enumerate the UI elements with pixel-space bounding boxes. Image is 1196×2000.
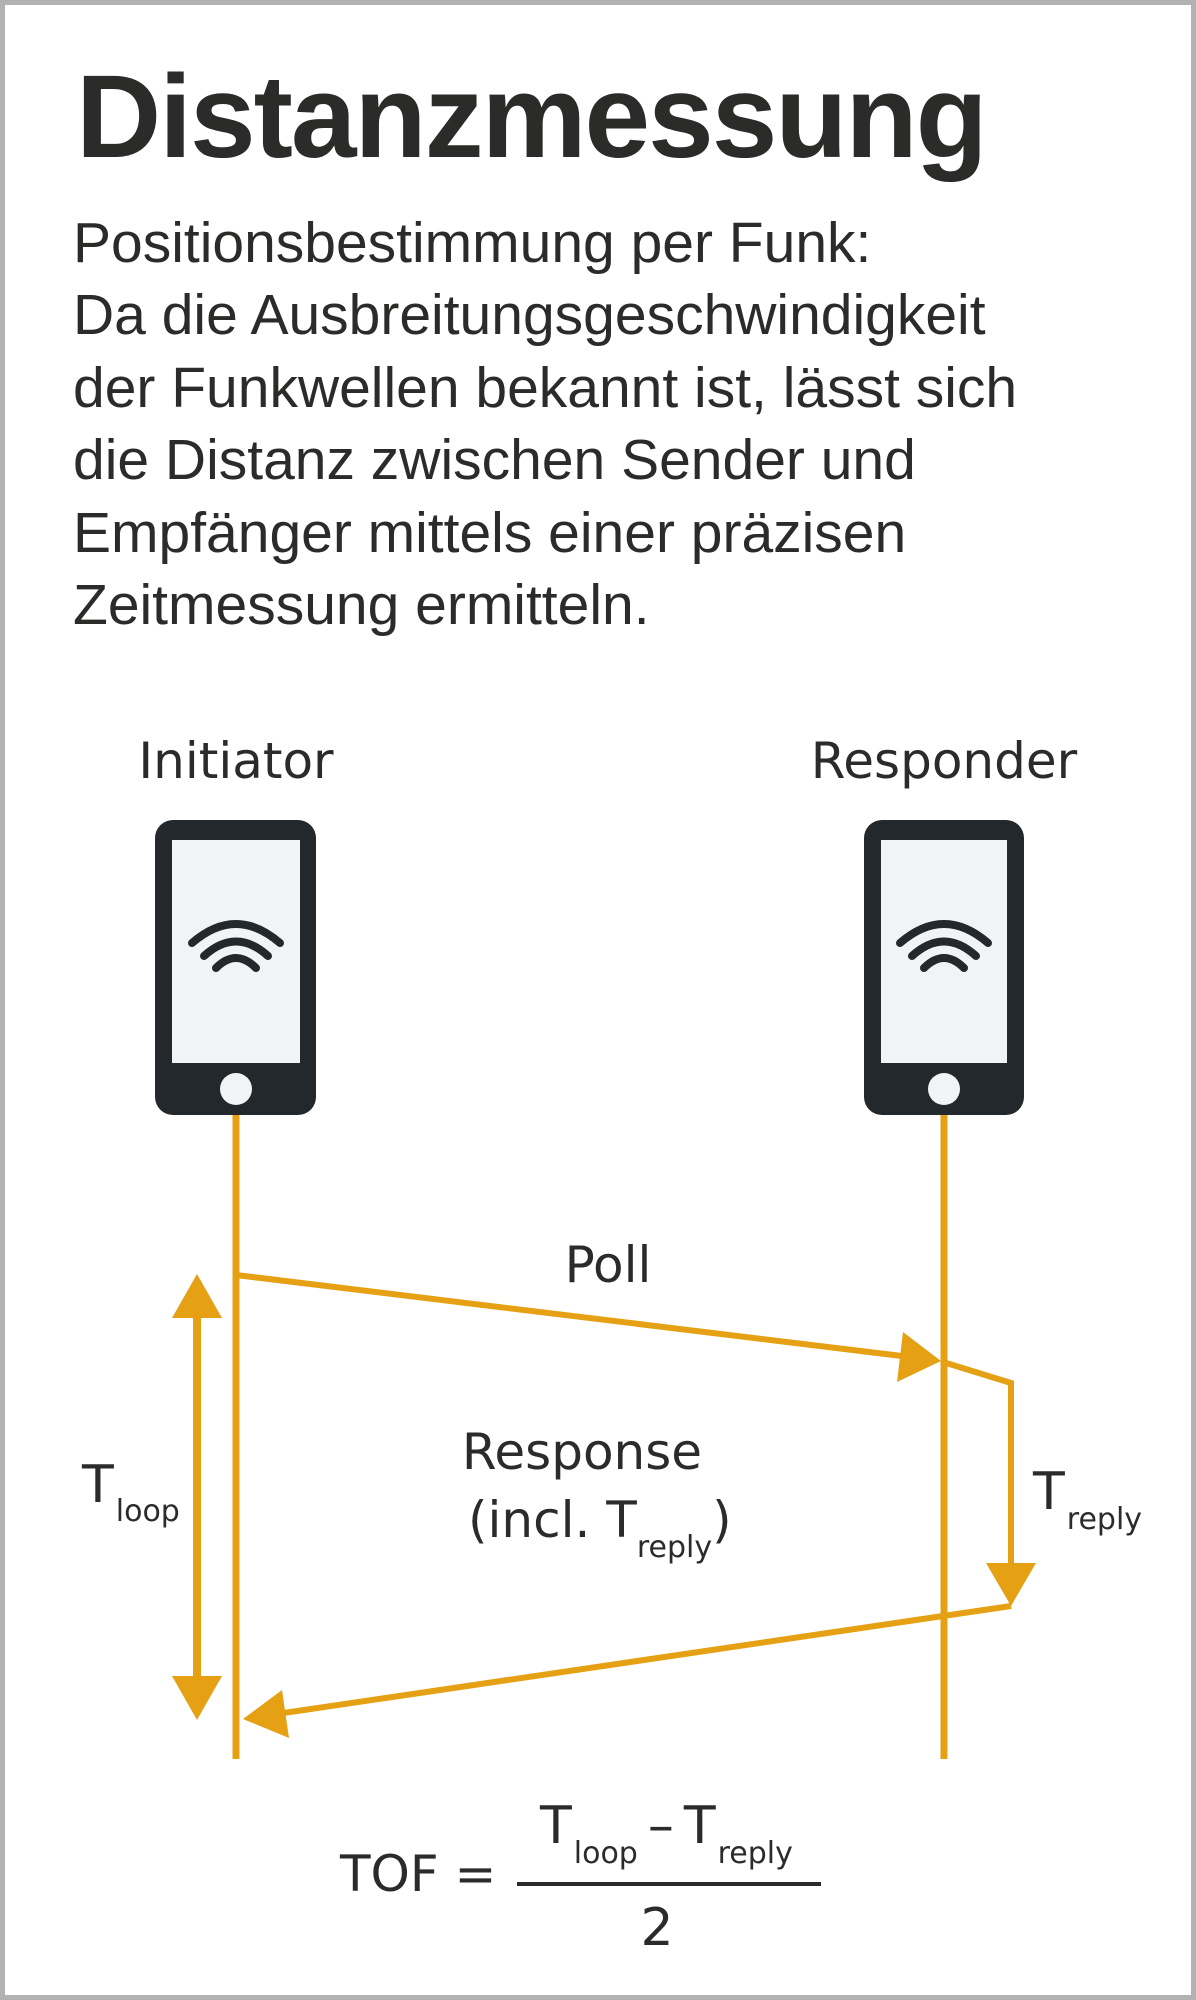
- intro-line: Da die Ausbreitungsgeschwindigkeit: [73, 283, 986, 348]
- responder-phone-icon: [864, 820, 1024, 1115]
- initiator-phone-icon: [155, 820, 316, 1115]
- intro-paragraph: Positionsbestimmung per Funk: Da die Aus…: [73, 207, 1173, 641]
- initiator-label: Initiator: [138, 732, 334, 790]
- intro-line: die Distanz zwischen Sender und: [73, 428, 916, 493]
- formula-denominator: 2: [640, 1898, 673, 1958]
- tof-formula: TOF = Tloop–Treply 2: [339, 1796, 821, 1958]
- wifi-icon: [188, 920, 284, 972]
- wifi-icon: [896, 920, 992, 972]
- intro-line: Positionsbestimmung per Funk:: [73, 211, 872, 275]
- t-loop-label: Tloop: [81, 1455, 180, 1529]
- page-title: Distanzmessung: [76, 51, 988, 183]
- t-loop-double-arrow: [172, 1274, 222, 1720]
- reply-delay-arrow: [942, 1359, 1036, 1606]
- response-detail-label: (incl. Treply): [468, 1491, 732, 1565]
- poll-arrow: [235, 1272, 941, 1382]
- response-label: Response: [462, 1423, 702, 1481]
- response-arrow: [243, 1603, 1012, 1738]
- responder-label: Responder: [811, 732, 1078, 790]
- intro-line: Zeitmessung ermitteln.: [73, 573, 650, 638]
- formula-numerator: Tloop–Treply: [539, 1796, 793, 1871]
- t-reply-label: Treply: [1032, 1462, 1142, 1537]
- intro-line: der Funkwellen bekannt ist, lässt sich: [73, 355, 1018, 420]
- formula-lhs: TOF =: [339, 1845, 496, 1903]
- poll-label: Poll: [565, 1236, 652, 1294]
- intro-line: Empfänger mittels einer präzisen: [73, 500, 907, 565]
